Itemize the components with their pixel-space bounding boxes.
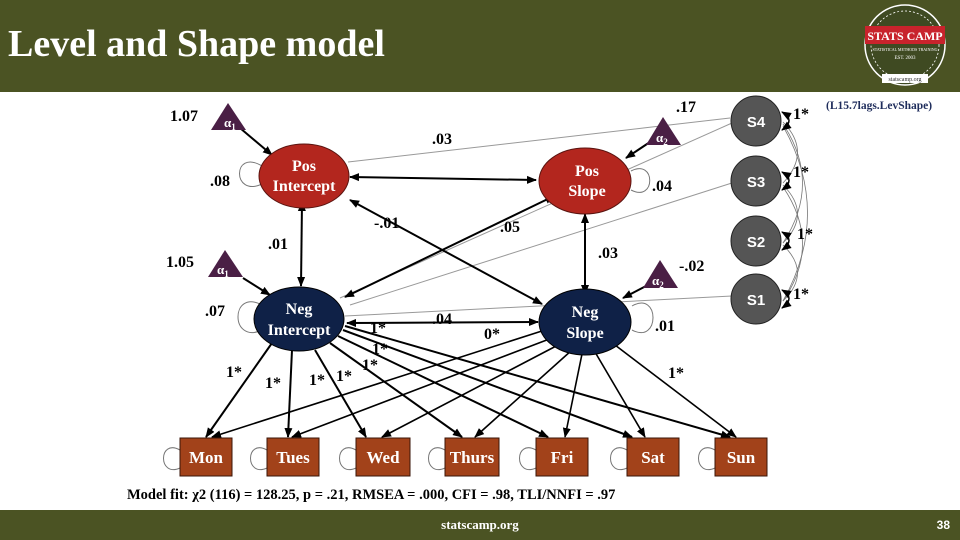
svg-text:α1: α1 [217,262,229,279]
indicator-fri: Fri [535,437,589,477]
logo-name: STATS CAMP [867,29,942,43]
coef-neg-int-var: .07 [205,303,225,320]
footer-url: statscamp.org [441,517,519,532]
model-fit-text: Model fit: χ2 (116) = 128.25, p = .21, R… [127,487,615,503]
svg-text:Intercept: Intercept [273,178,336,195]
coef-pos-slope-var: .04 [652,178,672,195]
svg-text:Mon: Mon [189,448,224,467]
page-number: 38 [936,518,950,532]
node-s1: S1 [730,273,782,325]
node-s4: S4 [730,95,782,147]
coef-pos-int-neg-int: .01 [268,236,288,253]
indicator-mon: Mon [179,437,233,477]
header-bar: Level and Shape model [0,0,960,92]
indicator-tues: Tues [266,437,320,477]
node-s3: S3 [730,155,782,207]
svg-text:Intercept: Intercept [268,322,331,339]
node-neg-slope: Neg Slope [538,288,632,356]
coef-neg-slope-mean: -.02 [679,258,704,275]
coef-neg-slope-var: .01 [655,318,675,335]
coef-s3: 1* [793,164,809,181]
svg-text:Sun: Sun [727,448,756,467]
svg-text:Neg: Neg [572,304,599,321]
slide-title: Level and Shape model [8,23,385,65]
indicator-sun: Sun [714,437,768,477]
coef-s4: 1* [793,106,809,123]
coef-pos-int-var: .08 [210,173,230,190]
model-reference: (L15.7lags.LevShape) [826,100,932,112]
coef-load-mon: 1* [226,364,242,381]
coef-load-wed: 1* [309,372,325,389]
svg-text:Wed: Wed [366,448,400,467]
latent-covariances [297,173,589,327]
coef-load-sat: 1* [372,341,388,358]
svg-text:Pos: Pos [575,163,599,180]
coef-load-tues: 1* [265,375,281,392]
coef-pos-slope-mean: .17 [676,99,696,116]
svg-text:Slope: Slope [566,325,603,342]
indicator-sat: Sat [626,437,680,477]
svg-text:S3: S3 [747,174,765,191]
node-pos-slope: Pos Slope [538,147,632,215]
coef-slope-sun: 1* [668,365,684,382]
mean-triangle-alpha2-top: α2 [646,117,681,147]
coefficient-labels: 1.07 .08 .17 .04 .03 .01 -.01 .05 .03 1.… [166,99,813,392]
coef-pos-int-neg-slope: -.01 [374,215,399,232]
svg-text:Sat: Sat [641,448,665,467]
coef-neg-int-mean: 1.05 [166,254,194,271]
svg-text:Slope: Slope [568,183,605,200]
coef-load-fri: 1* [362,357,378,374]
coef-pos-slope-neg-int: .05 [500,219,520,236]
coef-s2: 1* [797,226,813,243]
svg-text:Neg: Neg [286,301,313,318]
svg-text:α2: α2 [656,130,668,147]
indicator-wed: Wed [355,437,411,477]
mean-triangle-alpha1-top: α1 [211,103,246,132]
seasonal-variance-arrows [781,111,792,309]
mean-triangle-alpha2-bottom: α2 [643,260,678,290]
logo-url: statscamp.org [888,77,921,83]
coef-pos-slope-neg-slope: .03 [598,245,618,262]
logo-established: EST. 2003 [894,56,916,61]
coef-pos-int-slope: .03 [432,131,452,148]
node-neg-intercept: Neg Intercept [253,286,345,352]
node-pos-intercept: Pos Intercept [258,143,350,209]
indicator-thurs: Thurs [444,437,500,477]
logo-tagline: STATISTICAL METHODS TRAINING [872,47,937,52]
svg-text:S4: S4 [747,114,766,131]
coef-load-thurs: 1* [336,368,352,385]
variance-loops [163,161,716,471]
coef-pos-int-mean: 1.07 [170,108,198,125]
svg-text:S2: S2 [747,234,765,251]
seasonal-covariances [782,121,808,302]
s1-neg-intercept-path [344,295,733,317]
coef-s1: 1* [793,286,809,303]
stats-camp-logo: STATS CAMP STATISTICAL METHODS TRAINING … [864,4,946,86]
svg-text:S1: S1 [747,292,765,309]
slope-loadings [211,329,737,439]
coef-load-sun: 1* [370,320,386,337]
footer-bar: statscamp.org 38 [0,510,960,540]
svg-text:Thurs: Thurs [450,448,495,467]
coef-neg-int-slope: .04 [432,311,452,328]
sem-path-diagram: α1 α2 α1 α2 Pos Intercept Pos Slope Neg … [127,95,932,503]
mean-triangle-alpha1-bottom: α1 [208,250,243,279]
coef-slope-zero: 0* [484,326,500,343]
svg-text:Tues: Tues [276,448,310,467]
svg-text:α2: α2 [652,273,664,290]
node-s2: S2 [730,215,782,267]
svg-text:Pos: Pos [292,158,316,175]
svg-text:α1: α1 [224,115,236,132]
svg-text:Fri: Fri [551,448,574,467]
